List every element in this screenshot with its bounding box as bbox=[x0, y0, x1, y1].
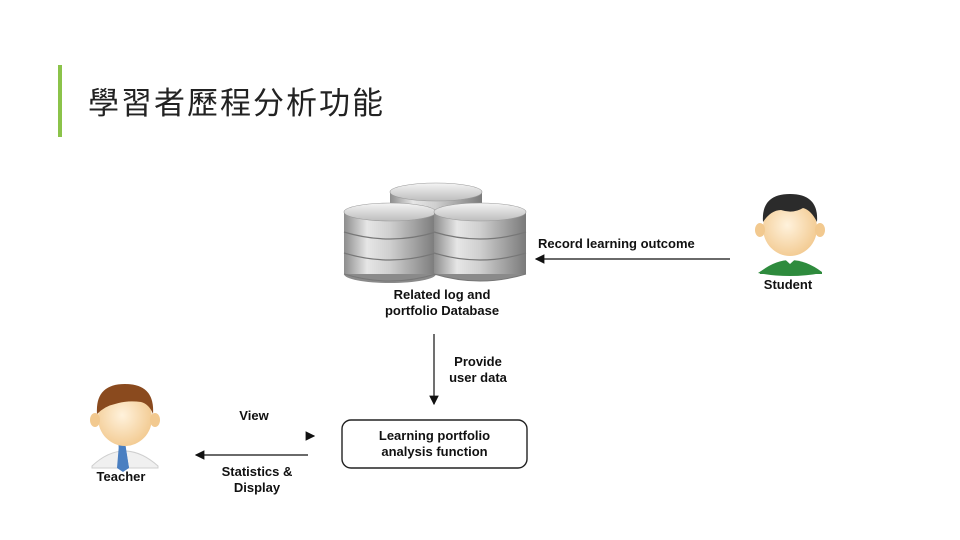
function-label-line2: analysis function bbox=[381, 444, 488, 459]
database-label: Related log and portfolio Database bbox=[360, 287, 524, 319]
title-accent-bar bbox=[58, 65, 62, 137]
provide-label: Provide user data bbox=[438, 354, 518, 386]
slide-title: 學習者歷程分析功能 bbox=[88, 86, 385, 122]
student-icon bbox=[755, 194, 825, 276]
view-label: View bbox=[239, 408, 269, 423]
teacher-label: Teacher bbox=[96, 469, 146, 484]
provide-label-line1: Provide bbox=[454, 354, 502, 369]
record-label: Record learning outcome bbox=[538, 236, 695, 251]
function-label-line1: Learning portfolio bbox=[378, 428, 491, 443]
function-label: Learning portfolio analysis function bbox=[342, 428, 527, 460]
stats-label-line1: Statistics & bbox=[221, 464, 293, 479]
teacher-icon bbox=[90, 384, 160, 472]
database-cylinder-right bbox=[433, 202, 527, 282]
provide-label-line2: user data bbox=[449, 370, 507, 385]
database-label-line1: Related log and bbox=[393, 287, 491, 302]
student-label: Student bbox=[763, 277, 813, 292]
database-icon bbox=[343, 182, 527, 283]
analysis-function-box bbox=[341, 419, 528, 469]
stats-label-line2: Display bbox=[233, 480, 281, 495]
database-label-line2: portfolio Database bbox=[384, 303, 500, 318]
database-cylinder-left bbox=[343, 202, 437, 283]
stats-label: Statistics & Display bbox=[206, 464, 308, 496]
